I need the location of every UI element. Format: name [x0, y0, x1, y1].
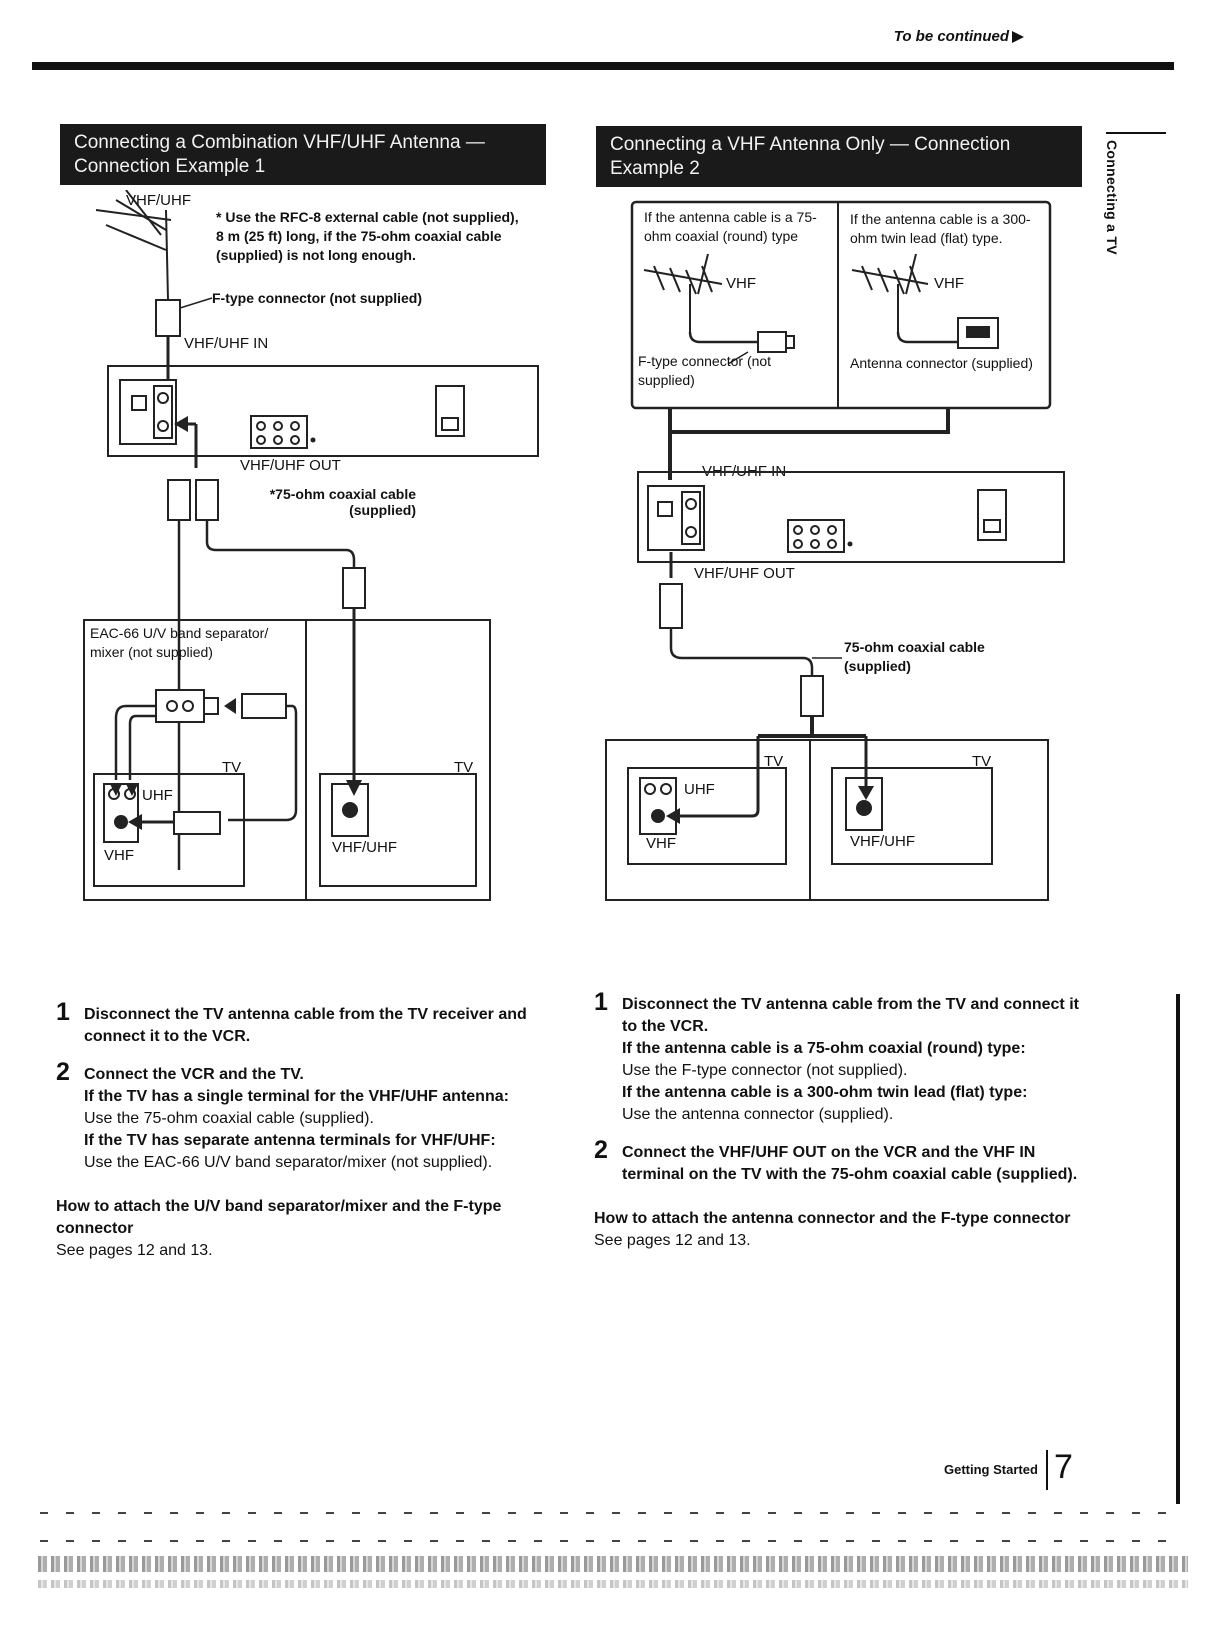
vhf-label: VHF	[646, 835, 676, 852]
antenna-label: VHF/UHF	[126, 192, 191, 209]
howto-note: How to attach the U/V band separator/mix…	[56, 1196, 546, 1262]
uhf-label: UHF	[684, 781, 715, 798]
example1-title: Connecting a Combination VHF/UHF Antenna…	[60, 124, 546, 185]
vhf-uhf-label: VHF/UHF	[332, 839, 397, 856]
to-be-continued: To be continued	[894, 28, 1024, 45]
vhf-antenna-icon	[643, 253, 723, 332]
step-1: 1 Disconnect the TV antenna cable from t…	[594, 988, 1090, 1126]
uhf-label: UHF	[142, 787, 173, 804]
tv-single-terminal	[831, 767, 993, 865]
band-separator-icon	[155, 689, 205, 723]
tv-separate-terminals	[93, 773, 245, 887]
arrow-left-icon	[666, 808, 680, 824]
flat-case-label: If the antenna cable is a 300-ohm twin l…	[850, 211, 1031, 246]
howto-title: How to attach the U/V band separator/mix…	[56, 1198, 502, 1237]
step-condition: If the TV has a single terminal for the …	[84, 1088, 509, 1105]
arrow-right-icon	[1012, 31, 1024, 44]
coax-cable-label: *75-ohm coaxial cable (supplied)	[269, 486, 416, 518]
tv-separate-terminals	[627, 767, 787, 865]
coaxial-plug-icon	[173, 811, 221, 835]
tv-label: TV	[454, 759, 473, 776]
coaxial-plug-icon	[167, 479, 219, 521]
tv-label: TV	[972, 753, 991, 770]
example2-title: Connecting a VHF Antenna Only — Connecti…	[596, 126, 1082, 187]
coaxial-plug-icon	[241, 693, 287, 719]
step-2: 2 Connect the VHF/UHF OUT on the VCR and…	[594, 1136, 1090, 1186]
example1-diagram: VHF/UHF * Use the RFC-8 external cable (…	[83, 190, 539, 901]
vhf-uhf-out-label: VHF/UHF OUT	[240, 457, 341, 474]
vhf-uhf-in-label: VHF/UHF IN	[184, 335, 268, 352]
scan-artifact-band	[38, 1580, 1188, 1588]
howto-title: How to attach the antenna connector and …	[594, 1210, 1071, 1227]
vhf-uhf-label: VHF/UHF	[850, 833, 915, 850]
side-tab-rule	[1106, 132, 1166, 134]
step-text: Disconnect the TV antenna cable from the…	[84, 1006, 527, 1045]
arrow-left-icon	[128, 814, 142, 830]
vhf-uhf-antenna-icon	[95, 190, 172, 301]
step-text: Connect the VHF/UHF OUT on the VCR and t…	[622, 1144, 1078, 1183]
f-type-connector-icon	[757, 331, 787, 353]
antenna-connector-label: Antenna connector (supplied)	[850, 355, 1033, 371]
arrow-down-icon	[858, 786, 874, 800]
page-number: 7	[1054, 1448, 1073, 1486]
right-margin-bar	[1176, 994, 1180, 1504]
scan-artifact-dashes	[40, 1512, 1174, 1514]
tv-label: TV	[764, 753, 783, 770]
round-case-label: If the antenna cable is a 75-ohm coaxial…	[644, 209, 817, 244]
f-type-connector-icon	[155, 299, 181, 337]
step-number: 2	[594, 1136, 608, 1164]
vhf-uhf-out-label: VHF/UHF OUT	[694, 565, 795, 582]
step-number: 2	[56, 1058, 70, 1086]
vhf-label: VHF	[726, 275, 756, 292]
step-instruction: Use the 75-ohm coaxial cable (supplied).	[84, 1110, 374, 1127]
howto-reference: See pages 12 and 13.	[594, 1232, 751, 1249]
step-condition: If the antenna cable is a 75-ohm coaxial…	[622, 1040, 1026, 1057]
step-1: 1 Disconnect the TV antenna cable from t…	[56, 998, 546, 1048]
step-2: 2 Connect the VCR and the TV. If the TV …	[56, 1058, 546, 1174]
scan-artifact-dashes	[40, 1540, 1174, 1542]
step-number: 1	[594, 988, 608, 1016]
side-tab-label: Connecting a TV	[1104, 140, 1120, 255]
step-text: Disconnect the TV antenna cable from the…	[622, 996, 1079, 1035]
step-condition: If the TV has separate antenna terminals…	[84, 1132, 496, 1149]
footer-divider	[1046, 1450, 1048, 1490]
top-rule	[32, 62, 1174, 70]
tv-label: TV	[222, 759, 241, 776]
step-instruction: Use the antenna connector (supplied).	[622, 1106, 894, 1123]
ftype-label: F-type connector (not supplied)	[638, 353, 772, 388]
vcr-rear-panel	[107, 365, 539, 457]
vhf-label: VHF	[104, 847, 134, 864]
howto-note: How to attach the antenna connector and …	[594, 1208, 1090, 1252]
coax-cable-label: 75-ohm coaxial cable (supplied)	[844, 639, 985, 674]
example2-diagram: If the antenna cable is a 75-ohm coaxial…	[605, 200, 1065, 901]
step-number: 1	[56, 998, 70, 1026]
vcr-rear-panel	[637, 471, 1065, 563]
arrow-down-icon	[126, 784, 138, 796]
arrow-down-icon	[110, 784, 122, 796]
step-instruction: Use the F-type connector (not supplied).	[622, 1062, 908, 1079]
example2-steps: 1 Disconnect the TV antenna cable from t…	[594, 988, 1090, 1252]
tv-comparison-frame	[83, 619, 491, 901]
antenna-cable-cases	[630, 200, 1052, 410]
coaxial-plug-icon	[800, 675, 824, 717]
vhf-antenna-icon	[851, 253, 929, 332]
rfc8-note: * Use the RFC-8 external cable (not supp…	[216, 209, 519, 263]
arrow-left-icon	[174, 416, 188, 432]
step-condition: If the antenna cable is a 300-ohm twin l…	[622, 1084, 1028, 1101]
tv-single-terminal	[319, 773, 477, 887]
eac66-label: EAC-66 U/V band separator/ mixer (not su…	[90, 625, 269, 660]
example1-steps: 1 Disconnect the TV antenna cable from t…	[56, 998, 546, 1262]
arrow-left-icon	[224, 698, 236, 714]
scan-artifact-band	[38, 1556, 1188, 1572]
howto-reference: See pages 12 and 13.	[56, 1242, 213, 1259]
coaxial-plug-icon	[342, 567, 366, 609]
arrow-down-icon	[346, 780, 362, 796]
step-text: Connect the VCR and the TV.	[84, 1066, 304, 1083]
ftype-label: F-type connector (not supplied)	[212, 290, 422, 306]
footer-section: Getting Started	[944, 1462, 1038, 1477]
vhf-label: VHF	[934, 275, 964, 292]
tv-comparison-frame	[605, 739, 1049, 901]
step-instruction: Use the EAC-66 U/V band separator/mixer …	[84, 1154, 493, 1171]
coaxial-plug-icon	[659, 583, 683, 629]
